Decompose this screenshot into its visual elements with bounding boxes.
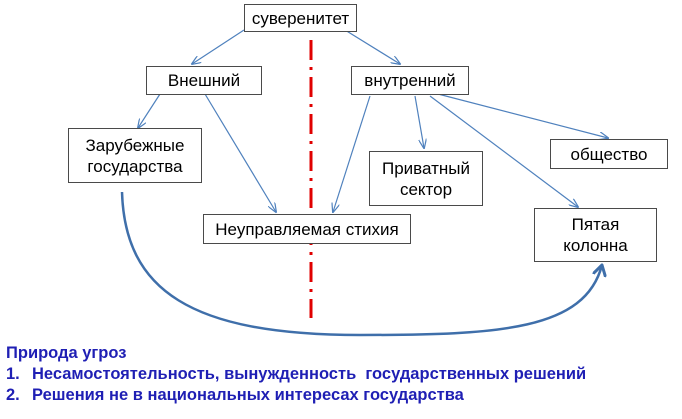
notes-item-1: 1. Несамостоятельность, вынужденность гос… — [6, 364, 586, 385]
notes-item-text: Решения не в национальных интересах госу… — [32, 386, 464, 404]
arrow-internal-society — [437, 93, 608, 138]
arrow-sovereignty-external — [192, 29, 245, 64]
node-fifth-column: Пятая колонна — [534, 208, 657, 262]
arrow-sovereignty-internal — [344, 29, 400, 64]
arrow-internal-uncontrolled — [333, 95, 371, 212]
notes-title: Природа угроз — [6, 344, 127, 362]
node-internal: внутренний — [351, 66, 469, 95]
node-foreign-states: Зарубежные государства — [68, 128, 202, 183]
arrow-internal-fifth-column — [429, 95, 578, 207]
arrow-foreign-to-fifth-column — [120, 191, 602, 337]
node-sovereignty: суверенитет — [244, 4, 357, 32]
arrow-internal-private — [414, 95, 424, 148]
notes-item-number: 1. — [6, 365, 20, 383]
node-external: Внешний — [146, 66, 262, 95]
arrow-external-uncontrolled — [204, 93, 276, 212]
notes-item-text: Несамостоятельность, вынужденность госуд… — [32, 365, 587, 383]
node-society: общество — [550, 139, 668, 169]
node-private-sector: Приватный сектор — [369, 151, 483, 206]
arrow-external-foreign — [138, 93, 161, 128]
notes-item-number: 2. — [6, 386, 20, 404]
node-uncontrolled: Неуправляемая стихия — [203, 214, 411, 244]
notes-item-2: 2. Решения не в национальных интересах го… — [6, 385, 586, 406]
threats-notes: Природа угроз 1. Несамостоятельность, вын… — [6, 343, 586, 406]
